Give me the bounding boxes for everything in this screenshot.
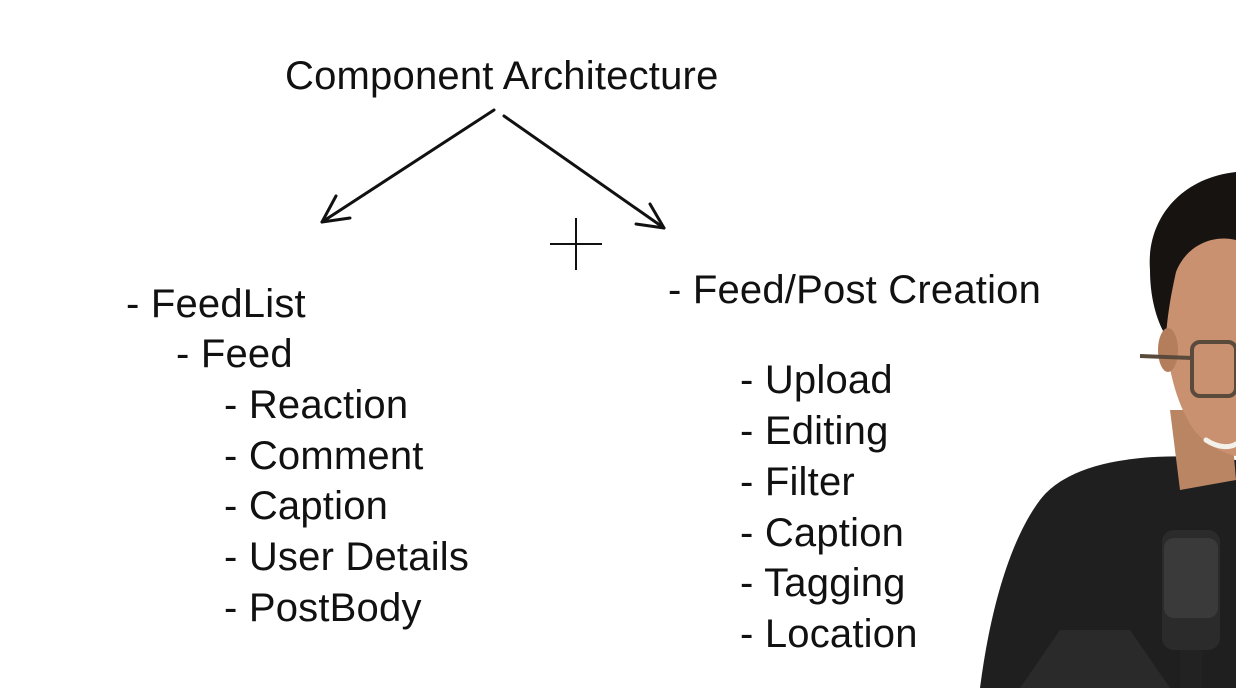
right-item-editing: - Editing [740, 409, 889, 453]
right-item-caption: - Caption [740, 511, 905, 555]
right-item-location: - Location [740, 612, 918, 656]
left-item-comment: - Comment [224, 434, 424, 478]
arrow-to-left-branch [320, 108, 496, 224]
left-item-caption: - Caption [224, 484, 389, 528]
crosshair-cursor-icon [550, 218, 602, 270]
left-item-feed: - Feed [176, 332, 293, 376]
left-item-feedlist: - FeedList [126, 282, 306, 326]
left-item-postbody: - PostBody [224, 586, 422, 630]
right-item-tagging: - Tagging [740, 561, 906, 605]
right-heading-feed-post-creation: - Feed/Post Creation [668, 268, 1042, 312]
left-item-reaction: - Reaction [224, 383, 409, 427]
diagram-title: Component Architecture [285, 54, 719, 98]
right-item-filter: - Filter [740, 460, 855, 504]
right-item-upload: - Upload [740, 358, 893, 402]
left-item-user-details: - User Details [224, 535, 470, 579]
presenter-webcam-image [980, 172, 1236, 688]
arrow-to-right-branch [502, 114, 666, 230]
